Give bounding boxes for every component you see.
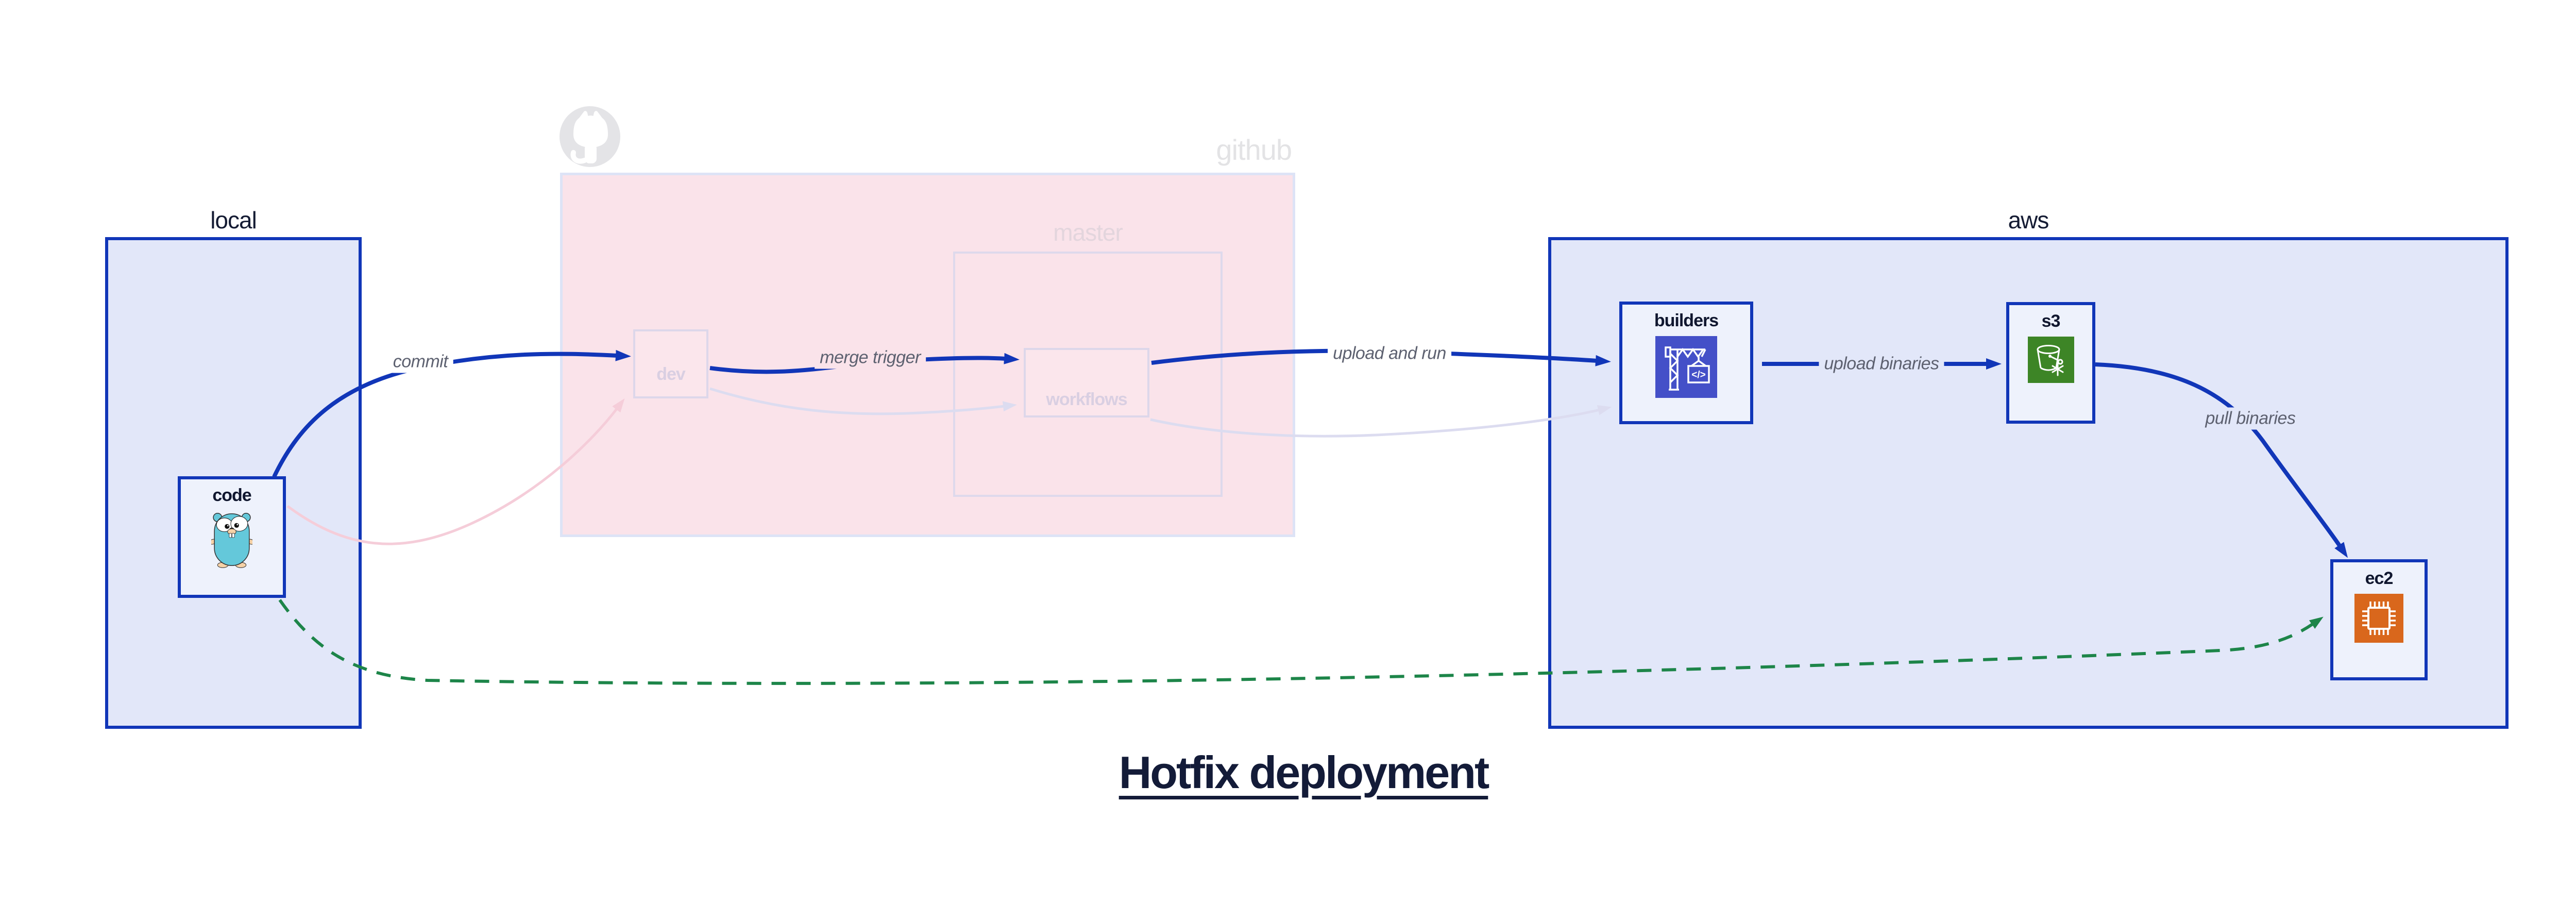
node-dev-label: dev: [656, 364, 686, 384]
cluster-label-aws: aws: [2008, 207, 2049, 233]
s3-bucket-snowflake-icon: [2027, 337, 2074, 383]
node-dev: dev: [633, 329, 708, 398]
github-octocat-icon: [558, 105, 622, 169]
go-gopher-icon: [209, 511, 255, 569]
node-workflows: workflows: [1024, 348, 1149, 417]
edge-label-upload-binaries: upload binaries: [1819, 353, 1944, 375]
node-builders-label: builders: [1654, 311, 1719, 330]
edge-label-commit: commit: [387, 350, 453, 373]
node-code: code: [178, 476, 286, 598]
cluster-label-master: master: [1053, 219, 1123, 246]
node-ec2-label: ec2: [2365, 569, 2394, 588]
edge-label-pull-binaries: pull binaries: [2200, 407, 2301, 430]
node-builders: builders </>: [1619, 302, 1753, 424]
node-workflows-label: workflows: [1046, 390, 1127, 409]
node-code-label: code: [212, 486, 251, 505]
node-s3-label: s3: [2041, 311, 2061, 331]
diagram-title: Hotfix deployment: [1118, 747, 1490, 798]
edge-label-upload-and-run: upload and run: [1328, 342, 1451, 365]
node-ec2: ec2: [2330, 559, 2428, 680]
edge-label-merge-trigger: merge trigger: [815, 346, 926, 369]
svg-text:</>: </>: [1691, 370, 1705, 380]
cluster-master-box: [953, 252, 1223, 497]
codebuild-crane-icon: </>: [1655, 336, 1717, 398]
ec2-chip-icon: [2354, 594, 2403, 643]
cluster-label-local: local: [210, 207, 257, 233]
node-s3: s3: [2006, 302, 2095, 424]
cluster-label-github: github: [1216, 133, 1292, 166]
